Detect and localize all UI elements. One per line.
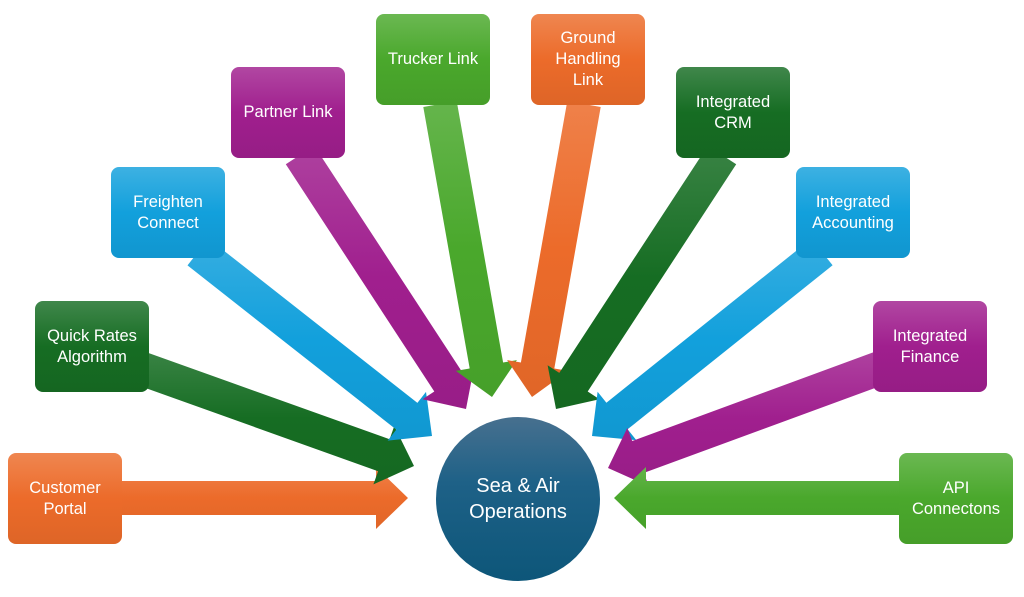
node-customer-portal: Customer Portal (8, 453, 122, 544)
arrow-ground-handling-link (507, 101, 601, 397)
arrow-quick-rates-algorithm (134, 352, 415, 485)
node-label: Trucker Link (387, 50, 479, 68)
node-label: Integrated Accounting (812, 192, 894, 232)
arrow-trucker-link (423, 101, 517, 397)
node-label: Customer Portal (29, 478, 101, 518)
arrow-integrated-finance (608, 352, 886, 487)
node-label: Quick Rates Algorithm (47, 326, 137, 366)
node-label: Freighten Connect (133, 192, 203, 232)
arrow-integrated-crm (547, 145, 737, 409)
arrow-freighten-connect (187, 238, 432, 441)
node-ground-handling-link: Ground Handling Link (531, 14, 645, 105)
arrow-customer-portal (122, 467, 408, 529)
arrow-integrated-accounting (592, 238, 833, 441)
node-integrated-accounting: Integrated Accounting (796, 167, 910, 258)
node-integrated-crm: Integrated CRM (676, 67, 790, 158)
arrow-api-connectons (614, 467, 900, 529)
node-partner-link: Partner Link (231, 67, 345, 158)
node-label: Integrated Finance (892, 326, 968, 366)
arrow-partner-link (285, 145, 475, 409)
node-label: API Connectons (911, 478, 1001, 518)
node-api-connectons: API Connectons (899, 453, 1013, 544)
node-label: Integrated CRM (695, 92, 771, 132)
node-integrated-finance: Integrated Finance (873, 301, 987, 392)
node-freighten-connect: Freighten Connect (111, 167, 225, 258)
node-label: Ground Handling Link (555, 29, 621, 89)
node-quick-rates-algorithm: Quick Rates Algorithm (35, 301, 149, 392)
hub-sea-air-operations: Sea & Air Operations (436, 417, 600, 581)
arrows-layer (122, 101, 900, 529)
hub-label: Sea & Air Operations (469, 475, 567, 523)
node-label: Partner Link (243, 103, 333, 121)
node-trucker-link: Trucker Link (376, 14, 490, 105)
